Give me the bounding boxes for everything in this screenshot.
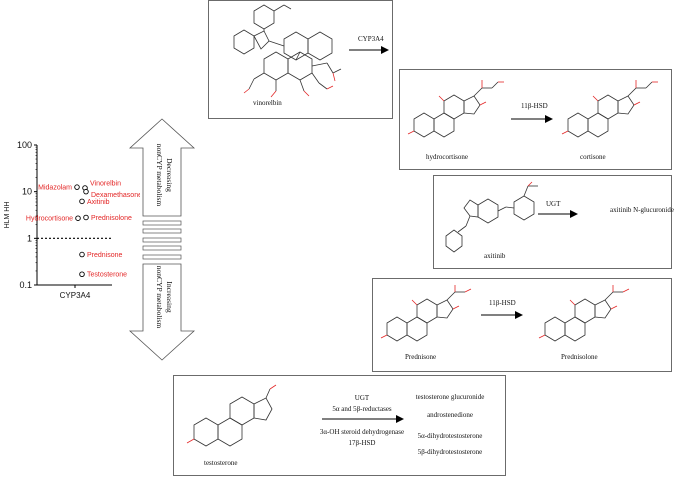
y-tick-label: 100 [17,140,32,150]
product-androstenedione: androstenedione [427,411,473,419]
y-tick-label: 1 [27,233,32,243]
arrow-separator-2 [142,228,182,234]
x-tick-label: CYP3A4 [60,291,91,300]
arrow-separator-1 [142,220,182,226]
label-hydrocortisone: Hydrocortisone [26,216,73,223]
point-dexamethasone [83,188,89,195]
prednisolone-structure [538,285,630,342]
cortisone-structure [561,80,658,138]
cortisone-name: cortisone [580,153,606,161]
vinorelbin-name: vinorelbin [253,99,282,107]
y-tick-label: 0.1 [19,280,32,290]
product-5a-dihydrotestosterone: 5α-dihydrotestosterone [417,432,483,440]
hydrocortisone-arrow [511,115,553,123]
label-dexamethasone: Dexamethasone [91,192,140,199]
label-axitinib: Axitinib [87,199,110,206]
hydrocortisone-name: hydrocortisone [426,153,468,161]
testosterone-reductases-label: 5α and 5β-reductases [332,405,392,413]
prednisone-structure [380,285,472,342]
testosterone-17bhsd-label: 17β-HSD [348,439,376,447]
decreasing-text: Decreasing [165,158,174,192]
double-arrow [128,118,196,361]
point-midazolam [74,184,80,190]
point-prednisolone [83,214,89,221]
testosterone-products: testosterone glucuronide androstenedione… [400,393,500,456]
vinorelbin-panel: vinorelbin CYP3A4 [208,0,393,119]
hlm-hh-chart: CYP3A4 100 10 1 0.1 HLM HH Midazolam Vinorelbin… [4,140,140,300]
increasing-subtext: nonCYP metabolism [155,265,164,329]
point-testosterone [79,271,85,277]
prednisone-arrow-label: 11β-HSD [489,299,516,307]
y-axis-label: HLM HH [4,202,11,229]
prednisone-name: Prednisone [405,353,437,361]
testosterone-3aoh-label: 3α-OH steroid dehydrogenase [319,428,405,436]
vinorelbin-arrow [349,46,389,54]
increasing-text: Increasing [165,281,174,313]
testosterone-arrow-top-labels: UGT 5α and 5β-reductases [322,393,402,415]
vinorelbin-structure [233,4,342,98]
product-5b-dihydrotestosterone: 5β-dihydrotestosterone [417,448,483,456]
point-hydrocortisone [75,215,81,221]
testosterone-ugt-label: UGT [354,394,370,402]
axitinib-name: axitinib [484,252,506,260]
decreasing-subtext: nonCYP metabolism [155,143,164,207]
arrow-separator-3 [142,237,182,243]
testosterone-arrow-bottom-labels: 3α-OH steroid dehydrogenase 17β-HSD [312,427,412,449]
prednisone-panel: Prednisone 11β-HSD Prednisolone [372,278,672,372]
y-tick-label: 10 [22,187,32,197]
axitinib-structure [445,181,538,253]
arrow-separator-5 [142,254,182,260]
label-vinorelbin: Vinorelbin [90,180,121,187]
axitinib-arrow [538,210,578,218]
label-testosterone: Testosterone [87,272,127,279]
axitinib-arrow-label: UGT [546,200,561,208]
up-arrow-shape [128,118,196,217]
label-prednisone: Prednisone [87,252,123,259]
vinorelbin-arrow-label: CYP3A4 [358,35,384,43]
testosterone-arrow [322,415,404,423]
down-arrow-shape [128,263,196,361]
prednisolone-name: Prednisolone [561,353,598,361]
hydrocortisone-structure [407,80,504,138]
testosterone-structure [186,384,277,447]
testosterone-name: testosterone [204,459,238,467]
prednisone-arrow [481,311,523,319]
label-prednisolone: Prednisolone [91,215,132,222]
axitinib-product: axitinib N-glucuronide [610,206,674,214]
axitinib-panel: axitinib UGT axitinib N-glucuronide [433,175,674,269]
product-testosterone-glucuronide: testosterone glucuronide [415,393,485,401]
label-midazolam: Midazolam [38,185,72,192]
arrow-separator-4 [142,245,182,251]
testosterone-panel: testosterone UGT 5α and 5β-reductases 3α… [173,375,506,476]
point-prednisone [79,251,85,258]
hydrocortisone-arrow-label: 11β-HSD [521,102,548,110]
point-axitinib [79,198,85,205]
hydrocortisone-panel: hydrocortisone 11β-HSD cortisone [399,69,672,170]
